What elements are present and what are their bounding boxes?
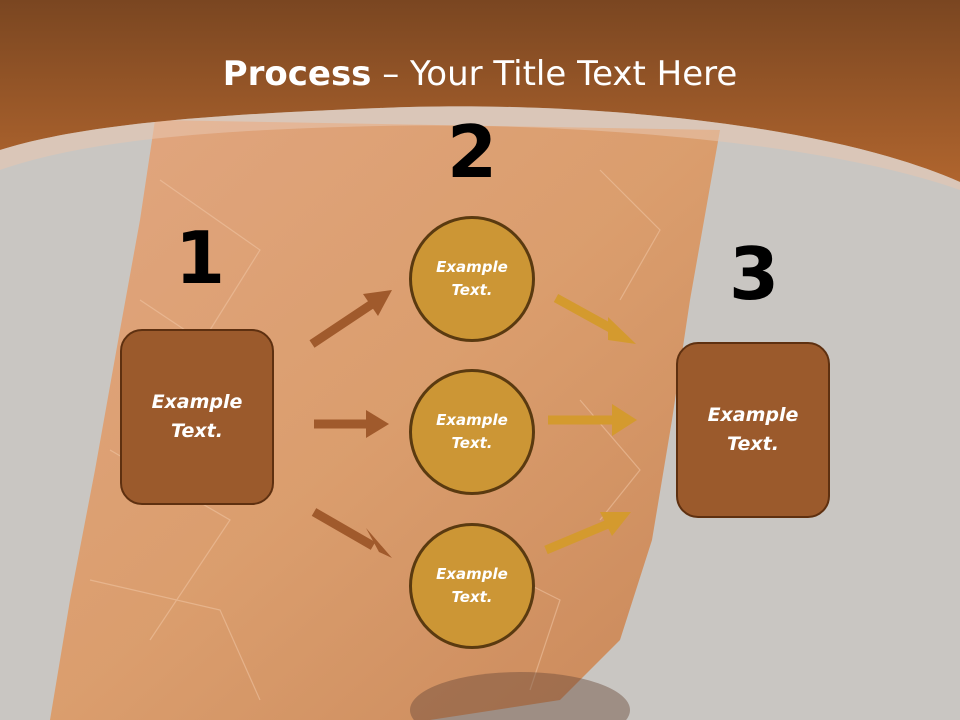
circle-middle: Example Text. xyxy=(409,369,535,495)
title-rest: – Your Title Text Here xyxy=(371,54,738,94)
arrow-top-to-right xyxy=(553,294,636,344)
right-box-text: Example Text. xyxy=(707,404,799,455)
left-process-box: Example Text. xyxy=(120,329,274,505)
circle-bottom-text: Example Text. xyxy=(436,565,508,606)
header-band xyxy=(0,0,960,182)
circle-bottom: Example Text. xyxy=(409,523,535,649)
step-number-3: 3 xyxy=(728,232,780,316)
amber-crystal-shape xyxy=(50,120,720,720)
circle-top-text: Example Text. xyxy=(436,258,508,299)
arrow-left-to-top xyxy=(309,290,392,348)
arrow-bottom-to-right xyxy=(544,512,631,555)
crystal-shadow xyxy=(410,672,630,720)
title-bold: Process xyxy=(222,54,372,94)
arrow-middle-to-right xyxy=(548,404,637,436)
arrow-left-to-bottom xyxy=(311,508,392,558)
step-number-2: 2 xyxy=(446,110,498,194)
step-number-1: 1 xyxy=(174,216,226,300)
left-box-text: Example Text. xyxy=(151,391,243,442)
slide-title: Process – Your Title Text Here xyxy=(0,50,960,98)
header-wave-light xyxy=(0,106,960,190)
circle-top: Example Text. xyxy=(409,216,535,342)
circle-middle-text: Example Text. xyxy=(436,411,508,452)
arrow-left-to-middle xyxy=(314,410,389,438)
right-process-box: Example Text. xyxy=(676,342,830,518)
